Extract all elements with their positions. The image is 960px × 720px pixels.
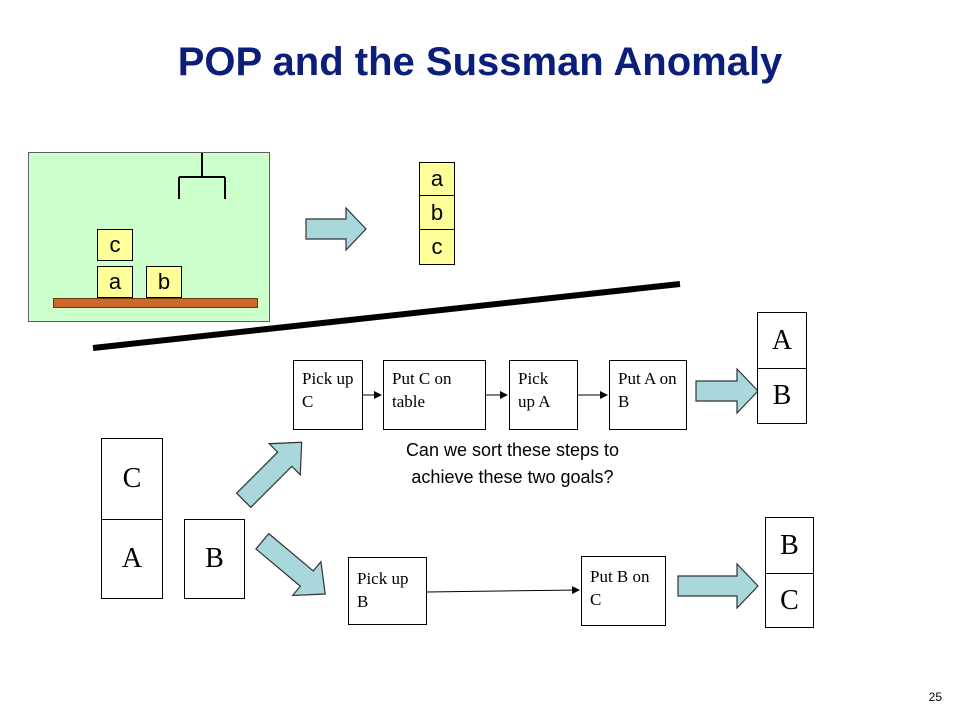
block-c-small: c bbox=[97, 229, 133, 261]
start-block-a: A bbox=[101, 519, 163, 599]
connector-b-1-2 bbox=[426, 586, 580, 595]
gripper-icon bbox=[178, 153, 226, 199]
step-pick-up-b: Pick up B bbox=[348, 557, 427, 625]
result-bottom-block-b: B bbox=[765, 517, 814, 574]
start-block-c: C bbox=[101, 438, 163, 520]
block-arrow-result-bottom-icon bbox=[677, 562, 759, 610]
result-top-block-a: A bbox=[757, 312, 807, 369]
block-arrow-right-icon bbox=[305, 206, 367, 252]
start-block-b: B bbox=[184, 519, 245, 599]
question-note: Can we sort these steps to achieve these… bbox=[405, 440, 620, 487]
block-a-small: a bbox=[97, 266, 133, 298]
result-bottom-block-c: C bbox=[765, 573, 814, 628]
block-arrow-down-right-icon bbox=[255, 532, 326, 597]
result-top-block-b: B bbox=[757, 368, 807, 424]
step-put-a-on-b: Put A on B bbox=[609, 360, 687, 430]
step-pick-up-a: Pick up A bbox=[509, 360, 578, 430]
page-number: 25 bbox=[928, 690, 942, 704]
block-b-small: b bbox=[146, 266, 182, 298]
table-surface bbox=[53, 298, 258, 308]
step-put-c-on-table: Put C on table bbox=[383, 360, 486, 430]
slide-title: POP and the Sussman Anomaly bbox=[177, 40, 783, 84]
block-arrow-up-right-icon bbox=[235, 441, 303, 509]
step-put-b-on-c: Put B on C bbox=[581, 556, 666, 626]
block-arrow-result-top-icon bbox=[695, 367, 759, 415]
goal-block-b: b bbox=[419, 195, 455, 230]
step-pick-up-c: Pick up C bbox=[293, 360, 363, 430]
divider-line bbox=[92, 281, 681, 351]
goal-block-c: c bbox=[419, 229, 455, 265]
